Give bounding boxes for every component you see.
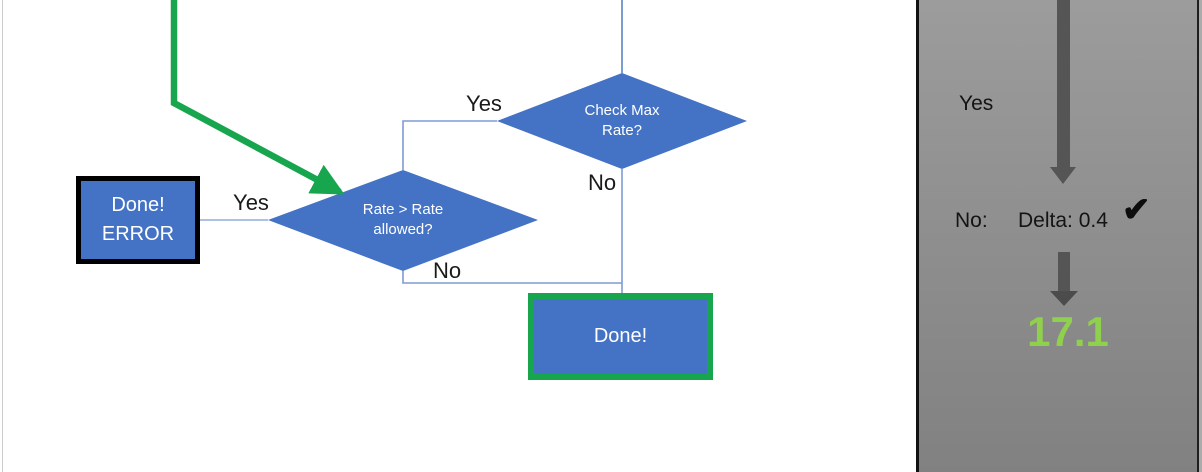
down-arrow-icon <box>1058 252 1070 291</box>
done-error-line1: Done! <box>111 194 165 216</box>
panel-yes-label: Yes <box>959 92 994 115</box>
done-box: Done! <box>528 293 713 380</box>
connector-rate-no-to-done <box>402 271 622 284</box>
rate-line2: allowed? <box>373 221 433 238</box>
no-label-rate: No <box>432 258 462 283</box>
no-label-check-max: No <box>587 170 617 195</box>
down-arrow-head-icon <box>1050 167 1076 184</box>
decision-diamond-check-max-rate <box>497 73 747 169</box>
down-arrow-icon <box>1057 0 1070 167</box>
panel-delta-value: Delta: 0.4 <box>1018 209 1108 232</box>
done-box-label: Done! <box>593 325 648 347</box>
checkmark-icon: ✔ <box>1122 191 1151 229</box>
yes-label-check-max: Yes <box>466 91 502 116</box>
panel-no-label: No: <box>955 209 988 232</box>
rate-line1: Rate > Rate <box>362 201 444 218</box>
slide-edge-line <box>2 0 3 472</box>
connector-check-max-yes-to-rate <box>402 120 497 170</box>
check-max-diamond-label: Check Max Rate? <box>552 101 692 141</box>
decision-diamond-rate-allowed <box>268 170 538 271</box>
check-max-line1: Check Max <box>584 102 660 119</box>
done-error-line2: ERROR <box>101 223 175 245</box>
rate-diamond-label: Rate > Rate allowed? <box>333 200 473 240</box>
result-value: 17.1 <box>1027 308 1109 355</box>
panel-right-edge <box>1199 0 1202 472</box>
side-panel: Yes No: Delta: 0.4 ✔ 17.1 <box>916 0 1199 472</box>
down-arrow-head-icon <box>1050 291 1078 306</box>
check-max-line2: Rate? <box>601 122 643 139</box>
yes-label-rate: Yes <box>233 190 269 215</box>
done-error-box: Done! ERROR <box>76 176 200 264</box>
green-flow-arrow <box>170 0 345 195</box>
